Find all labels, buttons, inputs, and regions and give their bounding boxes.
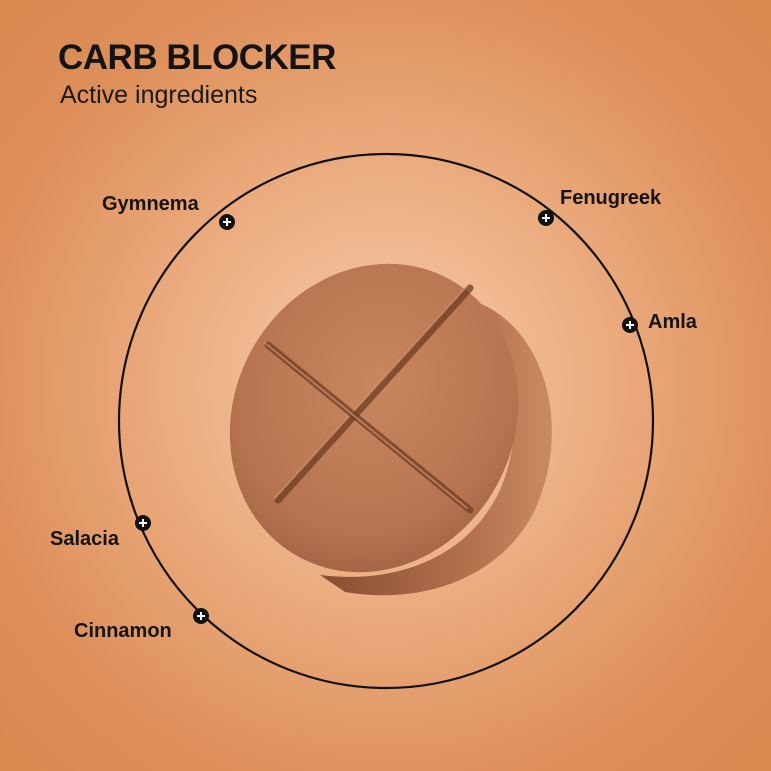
ingredient-label-amla: Amla bbox=[648, 311, 697, 333]
orbit-ring bbox=[117, 152, 655, 690]
plus-circle-icon bbox=[135, 515, 151, 531]
plus-circle-icon bbox=[622, 317, 638, 333]
plus-circle-icon bbox=[219, 214, 235, 230]
plus-circle-icon bbox=[538, 210, 554, 226]
page-title: CARB BLOCKER bbox=[58, 38, 336, 77]
ingredient-label-fenugreek: Fenugreek bbox=[560, 187, 662, 209]
plus-circle-icon bbox=[193, 608, 209, 624]
ingredient-label-gymnema: Gymnema bbox=[102, 193, 199, 215]
ingredient-label-cinnamon: Cinnamon bbox=[74, 620, 172, 642]
ingredient-label-salacia: Salacia bbox=[50, 528, 119, 550]
page-subtitle: Active ingredients bbox=[60, 81, 258, 109]
tablet-image bbox=[229, 263, 552, 596]
